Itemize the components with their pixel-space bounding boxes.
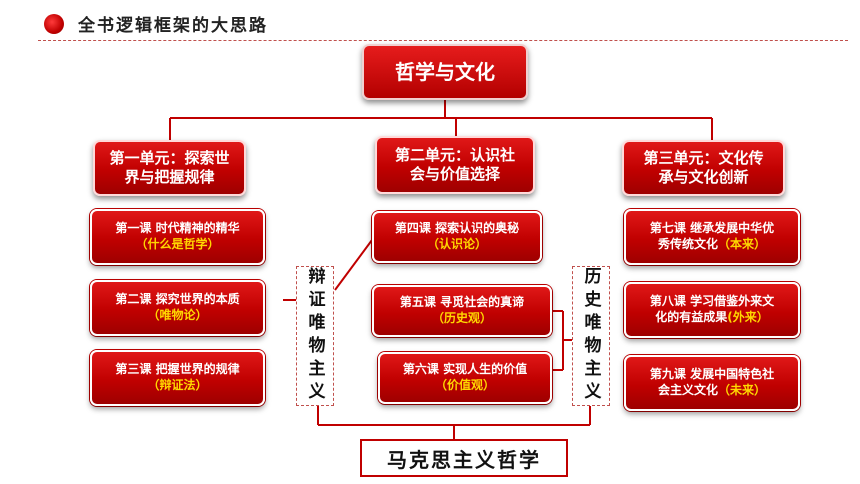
lesson-1-title: 第一课 时代精神的精华: [115, 221, 240, 236]
lesson-5-title: 第五课 寻觅社会的真谛: [399, 295, 525, 310]
marxist-philosophy-box: 马克思主义哲学: [360, 439, 568, 477]
dialectical-to-lesson4-line: [334, 239, 373, 291]
root-node: 哲学与文化: [362, 44, 528, 100]
lesson-6-node: 第六课 实现人生的价值 （价值观）: [378, 352, 552, 404]
unit-2-line2: 会与价值选择: [409, 165, 500, 183]
lesson-7-line2: 秀传统文化（本来）: [658, 237, 766, 253]
lesson-1-sub: （什么是哲学）: [135, 237, 220, 251]
lesson-9-line1: 第九课 发展中国特色社: [649, 367, 775, 382]
dialectical-materialism-label: 辩证唯物主义: [296, 266, 334, 406]
lesson-3-sub: （辩证法）: [147, 378, 208, 392]
lesson-9-line2-sub: （未来）: [718, 383, 767, 397]
lesson-9-line2: 会主义文化（未来）: [658, 383, 766, 399]
lesson-8-line2-sub: (外来）: [727, 310, 769, 324]
lesson-1-node: 第一课 时代精神的精华 （什么是哲学）: [90, 209, 265, 265]
lesson-2-sub: （唯物论）: [147, 308, 208, 322]
lesson-4-title: 第四课 探索认识的奥秘: [394, 221, 520, 236]
lesson-2-title: 第二课 探究世界的本质: [115, 292, 240, 307]
lesson-6-title: 第六课 实现人生的价值: [402, 362, 528, 377]
unit-1-line1: 第一单元：探索世: [109, 148, 230, 167]
lesson-8-line2-main: 化的有益成果: [655, 310, 728, 324]
page-title: 全书逻辑框架的大思路: [78, 16, 268, 36]
lesson-3-title: 第三课 把握世界的规律: [115, 362, 240, 377]
lesson-8-node: 第八课 学习借鉴外来文 化的有益成果(外来）: [624, 282, 800, 338]
unit-3-line1: 第三单元：文化传: [643, 148, 764, 167]
unit-3-line2: 承与文化创新: [658, 168, 749, 186]
lesson-7-line2-main: 秀传统文化: [657, 237, 718, 251]
lesson-3-node: 第三课 把握世界的规律 （辩证法）: [90, 350, 265, 406]
header-bullet-icon: [44, 14, 64, 34]
lesson-9-line2-main: 会主义文化: [657, 383, 718, 397]
lesson-6-sub: （价值观）: [434, 378, 495, 392]
unit-2-node: 第二单元：认识社 会与价值选择: [375, 136, 535, 194]
lesson-7-node: 第七课 继承发展中华优 秀传统文化（本来）: [624, 209, 800, 265]
lesson-4-node: 第四课 探索认识的奥秘 （认识论）: [372, 211, 542, 263]
lesson-7-line2-sub: （本来）: [718, 237, 767, 251]
lesson-2-node: 第二课 探究世界的本质 （唯物论）: [90, 280, 265, 336]
lesson-7-line1: 第七课 继承发展中华优: [649, 221, 775, 236]
header-divider: [38, 40, 848, 41]
lesson-4-sub: （认识论）: [426, 237, 487, 251]
unit-3-node: 第三单元：文化传 承与文化创新: [622, 140, 785, 196]
unit-1-line2: 界与把握规律: [124, 168, 215, 186]
marxist-philosophy-label: 马克思主义哲学: [387, 447, 541, 472]
unit-1-node: 第一单元：探索世 界与把握规律: [93, 140, 246, 196]
lesson-8-line2: 化的有益成果(外来）: [655, 310, 769, 326]
lesson-8-line1: 第八课 学习借鉴外来文: [649, 294, 775, 309]
root-label: 哲学与文化: [395, 60, 495, 84]
historical-materialism-text: 历史唯物主义: [580, 267, 601, 405]
lesson-5-node: 第五课 寻觅社会的真谛 （历史观）: [372, 285, 552, 337]
lesson-9-node: 第九课 发展中国特色社 会主义文化（未来）: [624, 355, 800, 411]
dialectical-materialism-text: 辩证唯物主义: [304, 267, 325, 405]
historical-materialism-label: 历史唯物主义: [572, 266, 610, 406]
lesson-5-sub: （历史观）: [431, 311, 492, 325]
unit-2-line1: 第二单元：认识社: [394, 145, 515, 164]
